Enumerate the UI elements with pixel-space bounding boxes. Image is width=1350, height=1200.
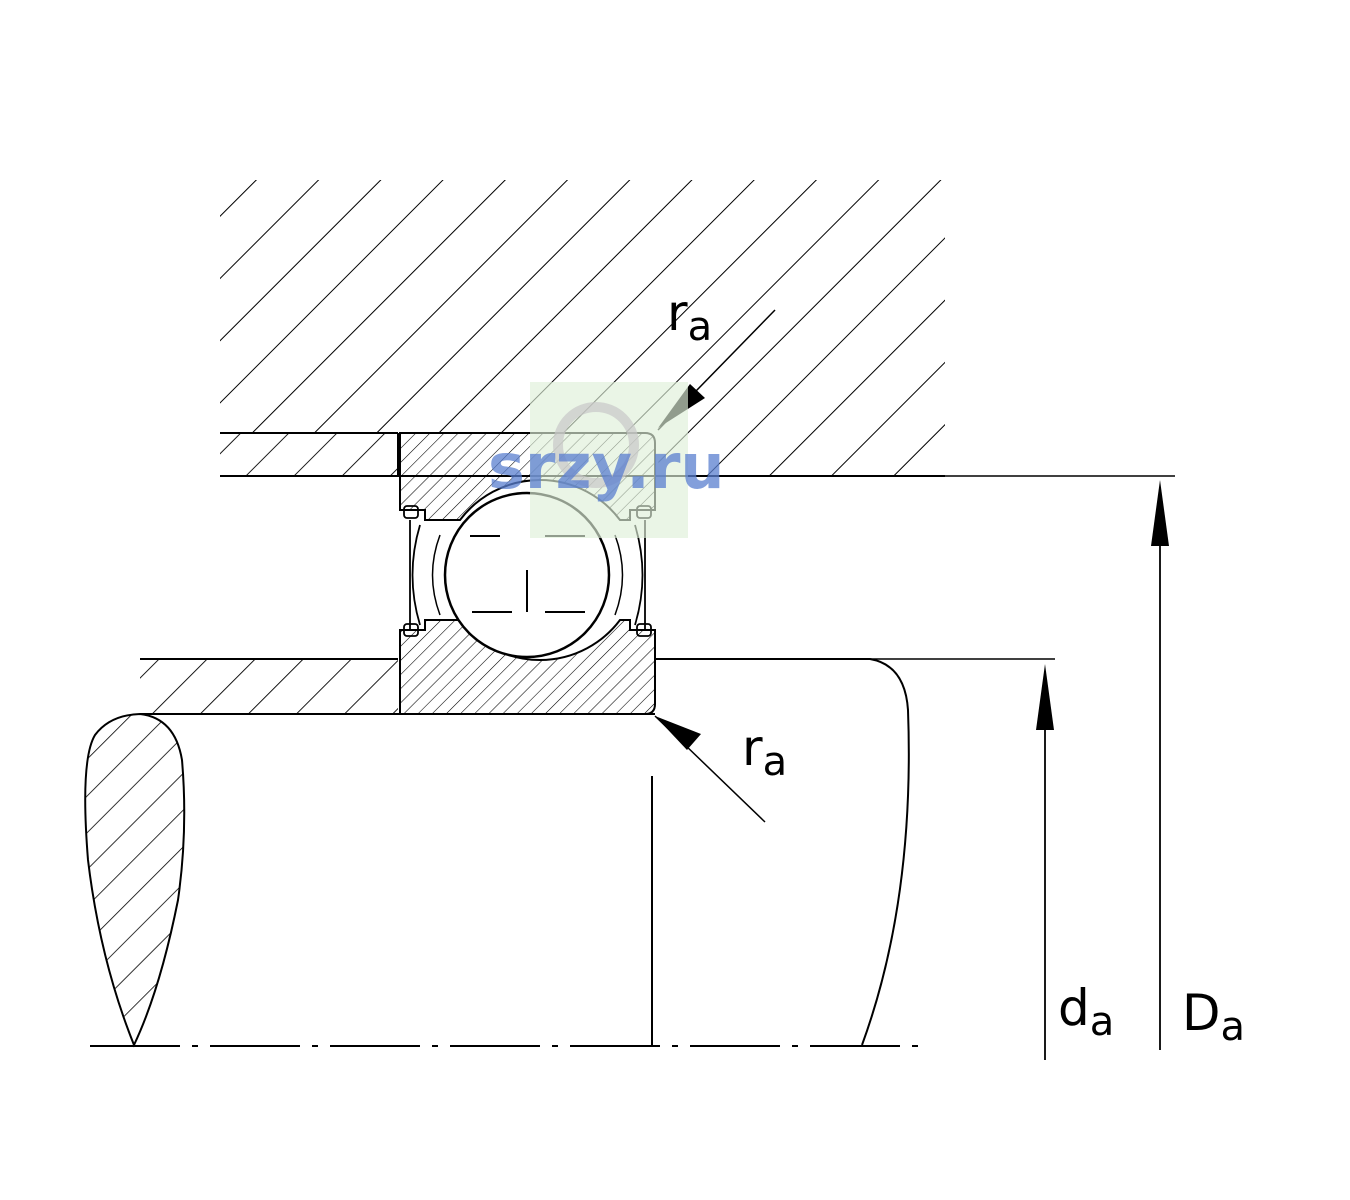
shaft-section bbox=[84, 712, 186, 1048]
housing-spacer bbox=[220, 432, 399, 476]
watermark-text: srzy.ru bbox=[488, 430, 725, 503]
label-Da: Da bbox=[1182, 984, 1245, 1050]
dim-da bbox=[1036, 664, 1054, 1060]
cage bbox=[431, 534, 624, 616]
shaft-spacer bbox=[140, 658, 398, 715]
left-seal bbox=[403, 505, 421, 637]
label-da: da bbox=[1058, 979, 1114, 1045]
label-ra-top: ra bbox=[667, 284, 712, 350]
dim-Da bbox=[1151, 480, 1169, 1050]
watermark: srzy.ru bbox=[488, 382, 725, 538]
watermark-logo-icon bbox=[553, 402, 639, 488]
label-ra-bottom: ra bbox=[742, 719, 787, 785]
shaft bbox=[140, 658, 1055, 1046]
fillet-radius-bottom bbox=[654, 715, 766, 823]
